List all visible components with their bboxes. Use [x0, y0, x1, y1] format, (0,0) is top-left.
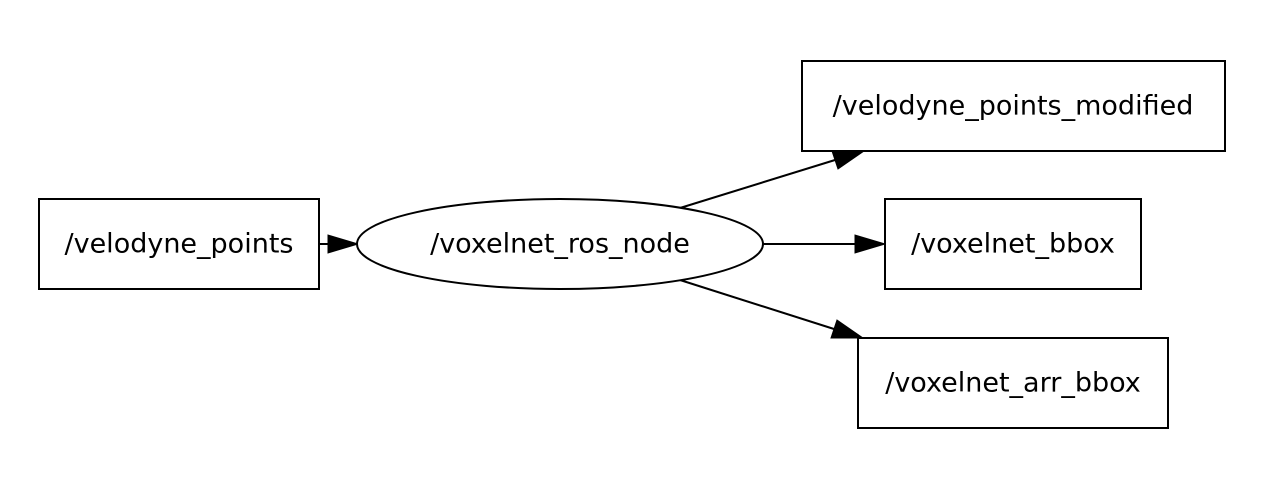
node-voxelnet-arr-bbox[interactable]: /voxelnet_arr_bbox [857, 337, 1169, 429]
node-voxelnet-bbox[interactable]: /voxelnet_bbox [884, 198, 1142, 290]
edge-velodyne-points-to-voxelnet-ros-node [319, 234, 360, 254]
arrowhead-icon [854, 234, 887, 254]
edge-voxelnet-ros-node-to-voxelnet-bbox [763, 234, 887, 254]
arrowhead-icon [831, 150, 866, 170]
edge-voxelnet-ros-node-to-velodyne-points-modified [679, 150, 866, 209]
node-voxelnet-ros-node[interactable]: /voxelnet_ros_node [356, 198, 764, 290]
arrowhead-icon [830, 319, 865, 339]
edges [319, 150, 887, 339]
node-label: /velodyne_points [65, 229, 294, 260]
node-velodyne-points-modified[interactable]: /velodyne_points_modified [801, 60, 1226, 152]
node-label: /voxelnet_arr_bbox [885, 368, 1141, 399]
edge-voxelnet-ros-node-to-voxelnet-arr-bbox [679, 279, 865, 339]
node-label: /velodyne_points_modified [833, 91, 1194, 122]
node-label: /voxelnet_bbox [911, 229, 1115, 260]
node-label: /voxelnet_ros_node [430, 229, 690, 260]
arrowhead-icon [327, 234, 360, 254]
node-velodyne-points[interactable]: /velodyne_points [38, 198, 320, 290]
